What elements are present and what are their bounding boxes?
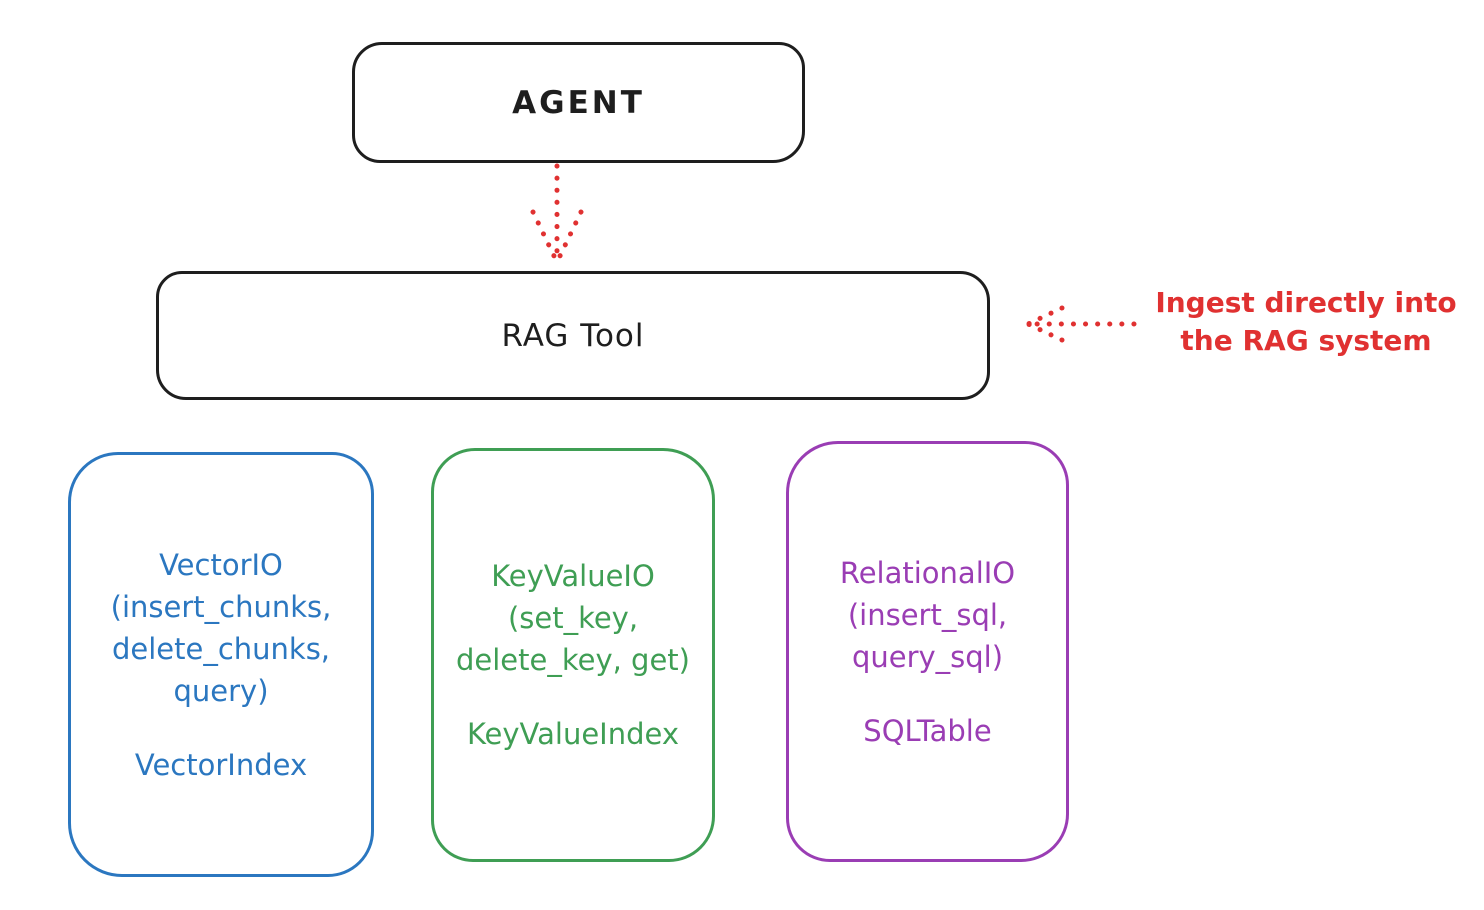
relational-io-line: query_sql) (851, 639, 1004, 674)
agent-to-rag-arrow (530, 163, 584, 261)
sql-table-label: SQLTable (863, 713, 992, 748)
vector-io-line: (insert_chunks, (110, 589, 332, 624)
vector-io-line: query) (173, 673, 269, 708)
rag-tool-label: RAG Tool (501, 317, 645, 354)
ingest-annotation: Ingest directly into the RAG system (1136, 284, 1476, 360)
arrowhead-top-stroke (1025, 305, 1065, 327)
ingest-annotation-arrow (1025, 305, 1137, 343)
keyvalue-index-label: KeyValueIndex (466, 717, 680, 751)
agent-label: AGENT (512, 84, 645, 121)
keyvalue-io-line: (set_key, (507, 601, 639, 635)
arrowhead-left-stroke (530, 209, 558, 261)
vector-io-line: delete_chunks, (111, 631, 331, 666)
relational-io-node: RelationalIO (insert_sql, query_sql) SQL… (786, 441, 1069, 862)
vector-io-node: VectorIO (insert_chunks, delete_chunks, … (68, 452, 374, 877)
keyvalue-io-line: delete_key, get) (456, 643, 690, 677)
agent-node: AGENT (352, 42, 805, 163)
rag-tool-node: RAG Tool (156, 271, 990, 400)
annotation-line-2: the RAG system (1180, 324, 1432, 357)
relational-io-line: (insert_sql, (847, 597, 1008, 632)
arrowhead-right-stroke (556, 209, 584, 261)
arrowhead-bottom-stroke (1025, 321, 1065, 343)
relational-io-line: RelationalIO (839, 555, 1016, 590)
keyvalue-io-line: KeyValueIO (491, 559, 655, 593)
vector-index-label: VectorIndex (134, 747, 308, 782)
keyvalue-io-node: KeyValueIO (set_key, delete_key, get) Ke… (431, 448, 715, 862)
annotation-line-1: Ingest directly into (1155, 286, 1457, 319)
vector-io-line: VectorIO (159, 547, 283, 582)
